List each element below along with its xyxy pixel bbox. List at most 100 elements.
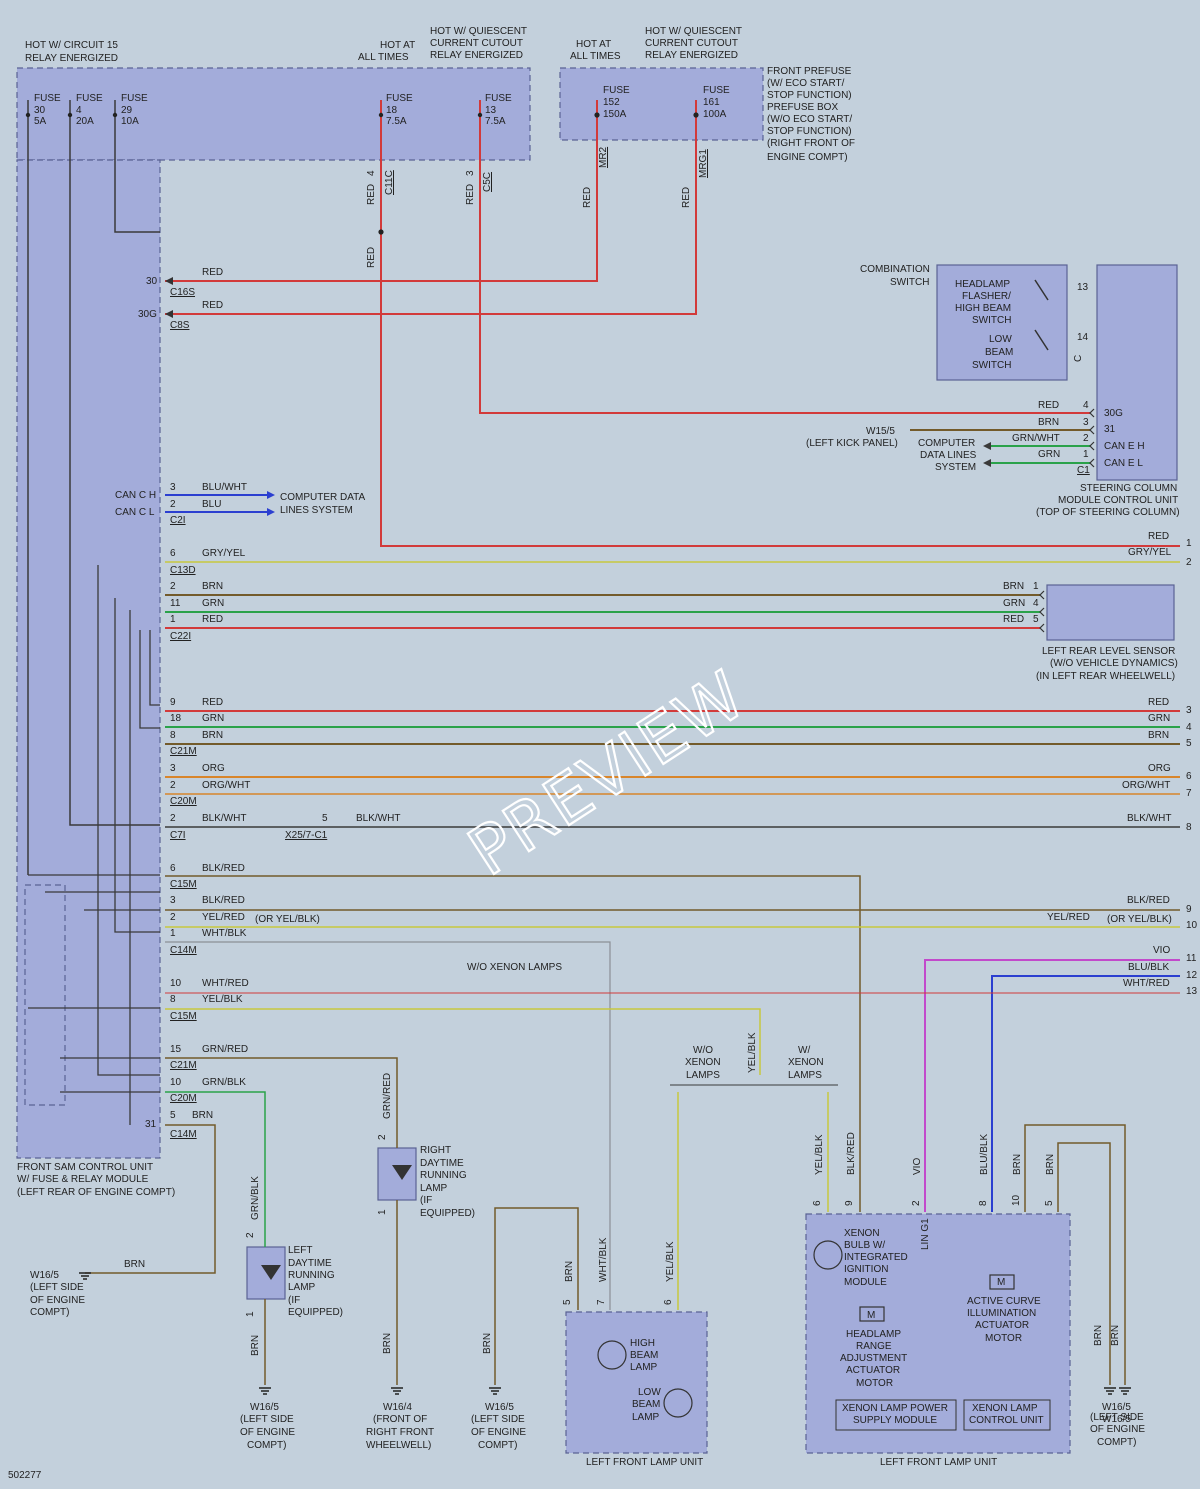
diagram-label: W16/5 [250,1402,279,1413]
diagram-label: DATA LINES [920,450,977,461]
diagram-label: CAN E L [1104,458,1143,469]
diagram-label: RED [465,184,476,205]
diagram-label: LAMP [288,1282,316,1293]
diagram-label: BLK/RED [846,1132,857,1175]
diagram-label: RED [1038,400,1059,411]
diagram-label: CAN C H [115,490,156,501]
diagram-label: (W/ ECO START/ [767,78,845,89]
diagram-label: CONTROL UNIT [969,1415,1044,1426]
diagram-label: 5 [1033,614,1039,625]
diagram-label: LINES SYSTEM [280,505,353,516]
red-wire-c8s [165,100,697,315]
diagram-label: 3 [1083,417,1089,428]
diagram-label: BRN [250,1335,261,1356]
diagram-label: 1 [1186,538,1192,549]
diagram-label: GRN/WHT [1012,433,1060,444]
diagram-label: ORG/WHT [202,780,250,791]
diagram-label: RED [681,187,692,208]
diagram-label: GRN/RED [202,1044,248,1055]
wire [139,630,160,729]
diagram-label: VIO [1153,945,1170,956]
ground-icon [391,1387,403,1395]
diagram-label: XENON LAMP POWER [842,1403,948,1414]
diagram-label: 13 [1186,986,1198,997]
diagram-label: 3 [1186,705,1192,716]
diagram-label: BRN [202,730,223,741]
diagram-label: STOP FUNCTION) [767,126,852,137]
diagram-label: HOT W/ QUIESCENT [430,26,527,37]
diagram-label: 10 [170,978,182,989]
diagram-label: W/O [693,1045,713,1056]
diagram-label: YEL/BLK [202,994,243,1005]
diagram-label: 30 [34,105,46,116]
diagram-label: 2 [245,1232,256,1238]
diagram-label: MOTOR [856,1378,893,1389]
diagram-label: 3 [170,763,176,774]
connector-label: C2I [170,515,186,526]
diagram-label: 5 [562,1299,573,1305]
diagram-label: 150A [603,109,627,120]
ground-icon [489,1387,501,1395]
arrow-icon [267,508,275,516]
diagram-label: INTEGRATED [844,1252,908,1263]
diagram-label: DAYTIME [420,1158,464,1169]
diagram-label: GRN [1148,713,1170,724]
diagram-label: GRY/YEL [202,548,246,559]
diagram-label: (LEFT REAR OF ENGINE COMPT) [17,1187,175,1198]
diagram-label: ORG [1148,763,1171,774]
diagram-label: 6 [170,863,176,874]
fuse-relay-box [16,67,531,161]
diagram-label: 10 [1186,920,1198,931]
diagram-label: W16/5 [1102,1402,1131,1413]
diagram-label: COMPT) [478,1440,517,1451]
diagram-label: RED [202,300,223,311]
wire [991,975,1180,1212]
connector-pin-icon [1089,408,1095,418]
diagram-label: FUSE [703,85,730,96]
diagram-label: 29 [121,105,133,116]
connector-label: MRG1 [698,149,709,178]
diagram-label: 3 [170,895,176,906]
diagram-label: LIN G1 [920,1218,931,1250]
diode-icon [261,1165,412,1280]
wire [165,941,611,1310]
diagram-label: 5 [322,813,328,824]
wire [114,598,160,933]
diagram-label: FUSE [485,93,512,104]
diagram-label: SWITCH [972,315,1011,326]
fuse-icon [477,112,483,118]
diagram-label: 4 [366,170,377,176]
diagram-label: 2 [911,1200,922,1206]
left-rear-level-sensor [1046,584,1175,641]
wire [85,1124,216,1274]
diagram-label: LAMPS [788,1070,822,1081]
diagram-label: XENON [685,1057,721,1068]
red-wire-c16s [165,100,598,282]
diagram-label: OF ENGINE [30,1295,85,1306]
connector-label: C14M [170,1129,197,1140]
wire [97,565,160,1076]
diagram-label: ALL TIMES [570,51,621,62]
diagram-label: 7.5A [386,116,407,127]
diagram-label: SWITCH [972,360,1011,371]
diagram-label: WHEELWELL) [366,1440,431,1451]
diagram-label: 7 [596,1299,607,1305]
diagram-label: BLU/WHT [202,482,247,493]
diagram-label: COMBINATION [860,264,930,275]
diagram-label: GRN [1038,449,1060,460]
ground-icon [1104,1387,1116,1395]
diagram-label: OF ENGINE [240,1427,295,1438]
diagram-label: W16/4 [383,1402,412,1413]
diagram-label: FUSE [76,93,103,104]
diagram-label: 9 [1186,904,1192,915]
diagram-label: W16/5 [30,1270,59,1281]
diagram-label: LAMP [420,1183,448,1194]
diagram-label: 161 [703,97,720,108]
diagram-label: 8 [1186,822,1192,833]
diagram-label: YEL/BLK [814,1134,825,1175]
diagram-label: BRN [1045,1154,1056,1175]
preview-watermark: PREVIEW [455,656,759,891]
diagram-label: (LEFT SIDE [30,1282,84,1293]
diagram-label: 2 [170,499,176,510]
diagram-label: LOW [638,1387,661,1398]
